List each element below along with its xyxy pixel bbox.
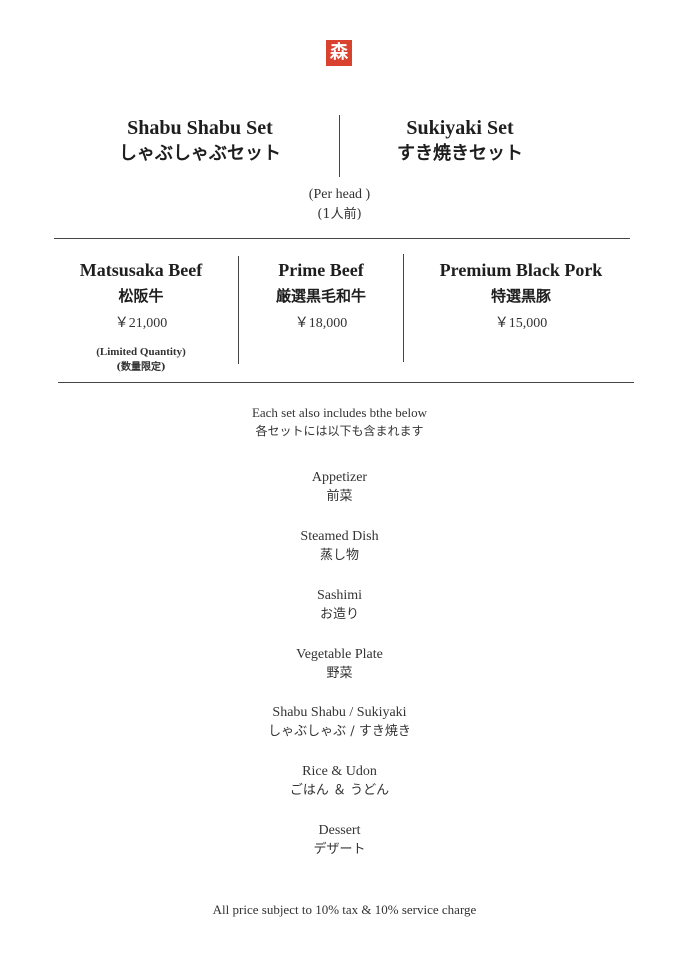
meat-price: ￥21,000	[114, 316, 168, 331]
course-en: Rice & Udon	[302, 764, 377, 779]
set-title-en: Sukiyaki Set	[406, 117, 514, 139]
set-divider	[339, 115, 340, 177]
shabu-shabu-set: Shabu Shabu Set しゃぶしゃぶセット	[90, 115, 310, 167]
course-jp: 前菜	[326, 489, 353, 504]
set-title-jp: すき焼きセット	[397, 143, 523, 164]
meat-price: ￥15,000	[494, 316, 548, 331]
includes-jp: 各セットには以下も含まれます	[255, 424, 424, 438]
course-item: Rice & Udon ごはん ＆ うどん	[0, 762, 679, 800]
meat-name-en: Prime Beef	[278, 260, 364, 280]
course-en: Shabu Shabu / Sukiyaki	[272, 705, 407, 720]
per-head-en: (Per head )	[308, 187, 371, 202]
course-jp: お造り	[319, 607, 359, 622]
bottom-divider	[58, 382, 634, 383]
limited-note-en: (Limited Quantity)	[96, 346, 186, 358]
meat-black-pork: Premium Black Pork 特選黒豚 ￥15,000	[410, 257, 632, 335]
includes-en: Each set also includes bthe below	[251, 405, 428, 420]
course-en: Sashimi	[316, 588, 363, 603]
course-jp: ごはん ＆ うどん	[289, 783, 390, 798]
top-divider	[54, 238, 630, 239]
meat-matsusaka: Matsusaka Beef 松阪牛 ￥21,000 (Limited Quan…	[56, 257, 226, 375]
course-jp: しゃぶしゃぶ / すき焼き	[268, 724, 411, 739]
seal-logo-icon: 森	[326, 40, 352, 66]
meat-name-jp: 松阪牛	[118, 287, 164, 305]
limited-note-jp: (数量限定)	[116, 362, 166, 373]
course-jp: 野菜	[326, 666, 353, 681]
per-head-jp: (1人前)	[317, 207, 362, 222]
course-item: Vegetable Plate 野菜	[0, 645, 679, 683]
course-en: Steamed Dish	[300, 529, 379, 544]
course-en: Vegetable Plate	[296, 647, 383, 662]
includes-note: Each set also includes bthe below 各セットには…	[0, 404, 679, 440]
meat-name-jp: 厳選黒毛和牛	[275, 287, 366, 305]
course-en: Dessert	[318, 823, 361, 838]
course-jp: デザート	[313, 842, 366, 857]
footer-note: All price subject to 10% tax & 10% servi…	[212, 902, 477, 917]
course-item: Appetizer 前菜	[0, 468, 679, 506]
meat-name-jp: 特選黒豚	[490, 287, 551, 305]
course-item: Shabu Shabu / Sukiyaki しゃぶしゃぶ / すき焼き	[0, 703, 679, 741]
meat-divider-1	[238, 256, 239, 364]
course-item: Steamed Dish 蒸し物	[0, 527, 679, 565]
meat-name-en: Premium Black Pork	[439, 260, 603, 280]
course-item: Dessert デザート	[0, 821, 679, 859]
course-en: Appetizer	[311, 470, 368, 485]
meat-name-en: Matsusaka Beef	[79, 260, 203, 280]
sukiyaki-set: Sukiyaki Set すき焼きセット	[350, 115, 570, 167]
course-jp: 蒸し物	[319, 548, 359, 563]
course-item: Sashimi お造り	[0, 586, 679, 624]
meat-divider-2	[403, 254, 404, 362]
meat-price: ￥18,000	[294, 316, 348, 331]
set-title-jp: しゃぶしゃぶセット	[119, 143, 281, 164]
meat-prime-beef: Prime Beef 厳選黒毛和牛 ￥18,000	[240, 257, 402, 335]
set-title-en: Shabu Shabu Set	[127, 117, 273, 139]
per-head: (Per head ) (1人前)	[0, 185, 679, 225]
